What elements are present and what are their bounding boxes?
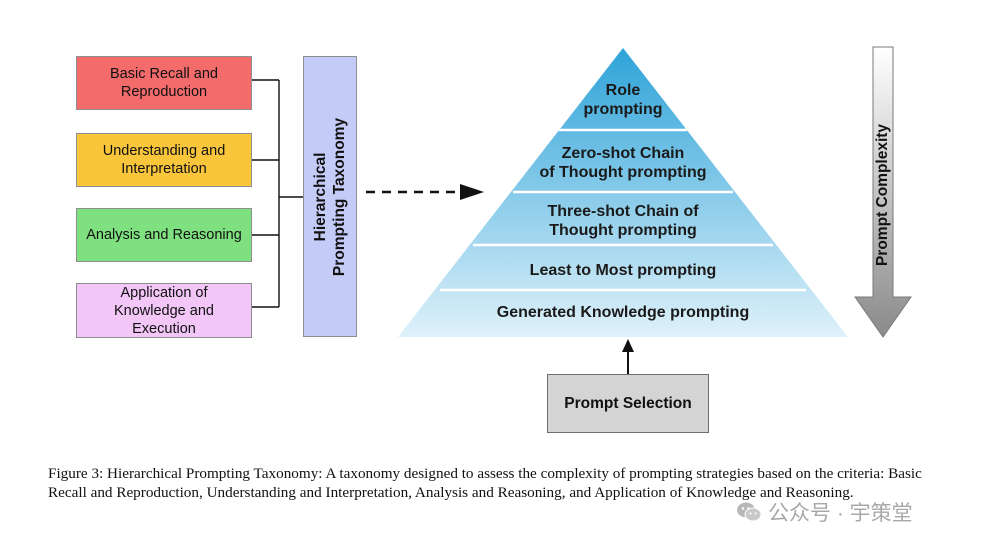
bracket-connector	[252, 79, 303, 308]
complexity-arrow	[854, 46, 912, 338]
criterion-application-label: Application of Knowledge and Execution	[114, 284, 214, 337]
taxonomy-label: Hierarchical Prompting Taxonomy	[312, 117, 348, 276]
pyramid-level-zero-shot: Zero-shot Chain of Thought prompting	[539, 145, 707, 181]
criterion-recall-box: Basic Recall and Reproduction	[76, 56, 252, 110]
selection-arrow	[622, 339, 634, 374]
watermark: 公众号 · 宇策堂	[736, 497, 913, 527]
dashed-arrow	[366, 184, 484, 200]
prompt-selection-box: Prompt Selection	[547, 374, 709, 433]
watermark-text: 公众号 · 宇策堂	[768, 502, 913, 525]
prompt-selection-label: Prompt Selection	[564, 394, 692, 412]
criterion-analysis-label: Analysis and Reasoning	[86, 227, 242, 243]
taxonomy-box: Hierarchical Prompting Taxonomy	[303, 56, 357, 337]
pyramid	[398, 48, 848, 337]
wechat-icon	[737, 502, 762, 522]
pyramid-dividers	[440, 128, 806, 292]
complexity-label: Prompt Complexity	[874, 123, 891, 267]
figure-caption: Figure 3: Hierarchical Prompting Taxonom…	[48, 465, 922, 501]
criterion-recall-label: Basic Recall and Reproduction	[110, 66, 218, 100]
pyramid-level-three-shot: Three-shot Chain of Thought prompting	[547, 203, 699, 239]
pyramid-level-role: Role prompting	[583, 82, 663, 118]
criterion-application-box: Application of Knowledge and Execution	[76, 283, 252, 338]
criterion-understanding-box: Understanding and Interpretation	[76, 133, 252, 187]
pyramid-level-least-to-most: Least to Most prompting	[529, 262, 717, 279]
criterion-understanding-label: Understanding and Interpretation	[102, 143, 226, 177]
criterion-analysis-box: Analysis and Reasoning	[76, 208, 252, 262]
pyramid-level-generated-knowledge: Generated Knowledge prompting	[496, 304, 750, 321]
